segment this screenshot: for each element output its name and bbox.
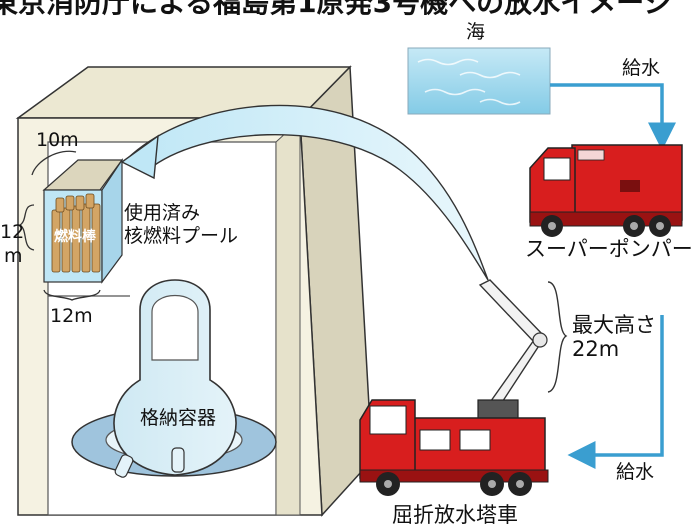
water-spray-arc bbox=[120, 104, 489, 281]
diagram-title: 東京消防庁による福島第1原発3号機への放水イメージ bbox=[0, 0, 672, 19]
dimension-brackets bbox=[18, 150, 101, 301]
label-tower-truck: 屈折放水塔車 bbox=[392, 503, 518, 527]
max-height-brace bbox=[547, 281, 568, 393]
spent-fuel-pool bbox=[42, 158, 124, 284]
label-max-height-line2: 22m bbox=[572, 337, 620, 361]
label-water-supply-bottom: 給水 bbox=[616, 461, 655, 483]
label-spent-fuel-pool-line2: 核燃料プール bbox=[124, 225, 239, 247]
sea bbox=[407, 47, 551, 115]
label-max-height-line1: 最大高さ bbox=[572, 313, 656, 337]
containment-vessel bbox=[71, 279, 277, 478]
super-pumper-truck bbox=[529, 144, 683, 237]
label-pool-depth-bottom: m bbox=[4, 245, 23, 267]
label-fuel-rods: 燃料棒 bbox=[54, 229, 96, 245]
label-water-supply-top: 給水 bbox=[622, 57, 661, 79]
label-sea: 海 bbox=[466, 21, 486, 43]
fuel-rods bbox=[51, 193, 101, 273]
label-pool-depth-top: 12 bbox=[0, 221, 25, 243]
label-pool-length: 12m bbox=[50, 305, 93, 327]
label-spent-fuel-pool-line1: 使用済み bbox=[124, 202, 201, 224]
flow-arrows bbox=[550, 83, 676, 469]
label-super-pumper: スーパーポンパー bbox=[525, 237, 693, 261]
label-pool-width: 10m bbox=[36, 129, 79, 151]
label-containment-vessel: 格納容器 bbox=[140, 407, 217, 429]
tower-truck bbox=[359, 279, 549, 496]
